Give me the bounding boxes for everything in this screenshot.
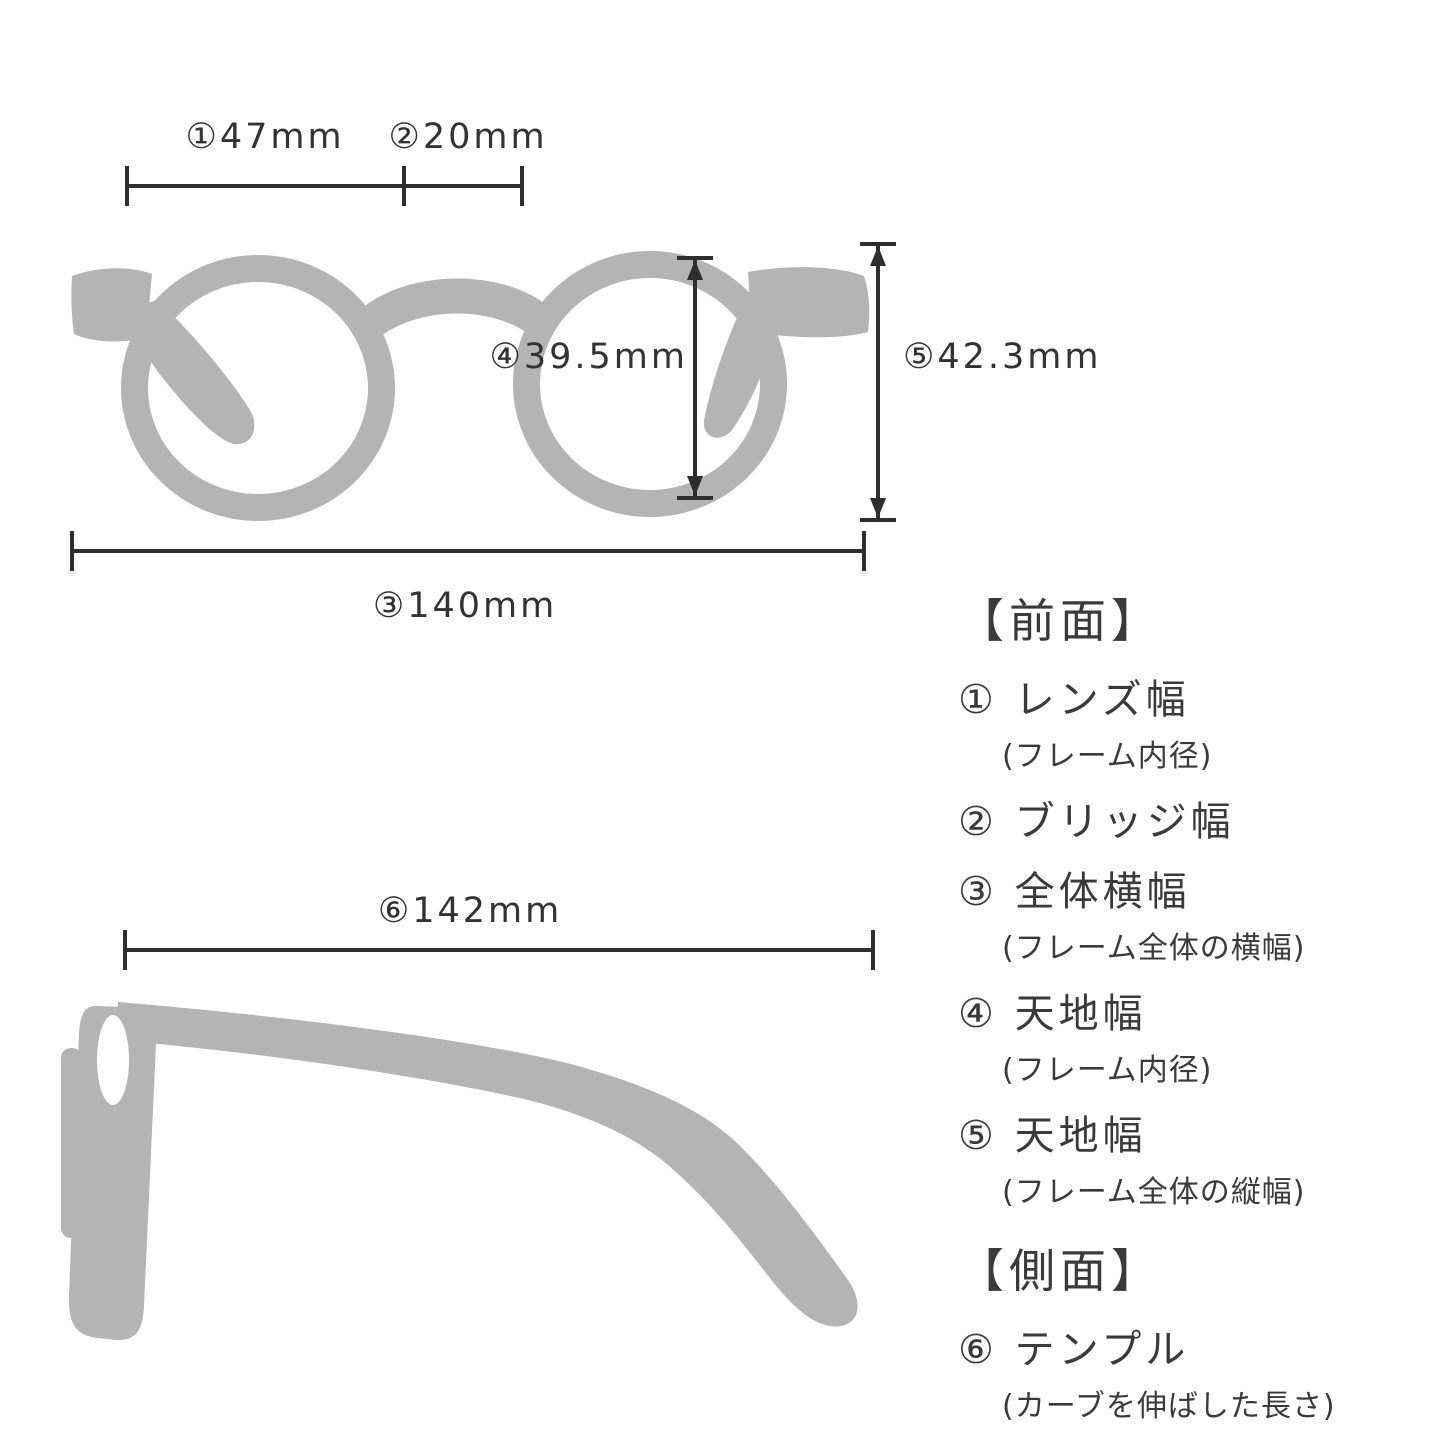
front-view-silhouette: [71, 251, 870, 521]
total-width-label: ③140mm: [372, 586, 558, 626]
dimension-lines: [70, 166, 896, 970]
side-temple-arm: [116, 1002, 858, 1327]
legend-item-note: (カーブを伸ばした長さ): [1002, 1389, 1336, 1424]
arrow-up-icon: [687, 260, 703, 280]
lens-height-label: ④39.5mm: [489, 337, 688, 377]
right-folded-temple: [703, 304, 780, 438]
legend-item-total-width: ③ 全体横幅 (フレーム全体の横幅): [958, 869, 1444, 967]
legend-item-note: (フレーム内径): [1002, 1053, 1213, 1088]
legend-item-temple-length: ⑥ テンプル (カーブを伸ばした長さ): [958, 1327, 1444, 1425]
legend-item-label: ② ブリッジ幅: [958, 799, 1235, 845]
legend-item-bridge-width: ② ブリッジ幅: [958, 799, 1444, 845]
legend-item-lens-height: ④ 天地幅 (フレーム内径): [958, 991, 1444, 1089]
legend-front-heading: 【前面】: [958, 594, 1162, 648]
legend-item-label: ⑥ テンプル: [958, 1327, 1190, 1373]
lens-width-label: ①47mm: [185, 117, 345, 157]
legend-item-note: (フレーム内径): [1002, 739, 1213, 774]
frame-height-label: ⑤42.3mm: [903, 337, 1102, 377]
legend-item-lens-width: ① レンズ幅 (フレーム内径): [958, 677, 1444, 775]
arrow-down-icon: [687, 476, 703, 496]
left-lens-ring: [121, 255, 395, 521]
arrow-down-icon: [870, 498, 886, 518]
side-lens-opening: [97, 1015, 129, 1105]
bridge-width-label: ②20mm: [388, 117, 548, 157]
legend-item-note: (フレーム全体の横幅): [1002, 931, 1306, 966]
temple-length-label: ⑥142mm: [377, 891, 563, 931]
legend-item-frame-height: ⑤ 天地幅 (フレーム全体の縦幅): [958, 1113, 1444, 1211]
bridge: [350, 278, 560, 352]
legend-item-label: ⑤ 天地幅: [958, 1113, 1147, 1159]
legend-item-label: ① レンズ幅: [958, 677, 1190, 723]
side-view-silhouette: [61, 1002, 858, 1341]
legend-item-label: ③ 全体横幅: [958, 869, 1191, 915]
dimension-arrows: [687, 246, 886, 518]
side-rim: [68, 1006, 157, 1341]
legend: 【前面】 ① レンズ幅 (フレーム内径) ② ブリッジ幅 ③ 全体横幅 (フレー…: [958, 585, 1444, 1445]
legend-item-label: ④ 天地幅: [958, 991, 1147, 1037]
legend-side-heading: 【側面】: [958, 1244, 1162, 1298]
arrow-up-icon: [870, 246, 886, 266]
legend-item-note: (フレーム全体の縦幅): [1002, 1175, 1306, 1210]
left-folded-temple: [120, 300, 255, 445]
